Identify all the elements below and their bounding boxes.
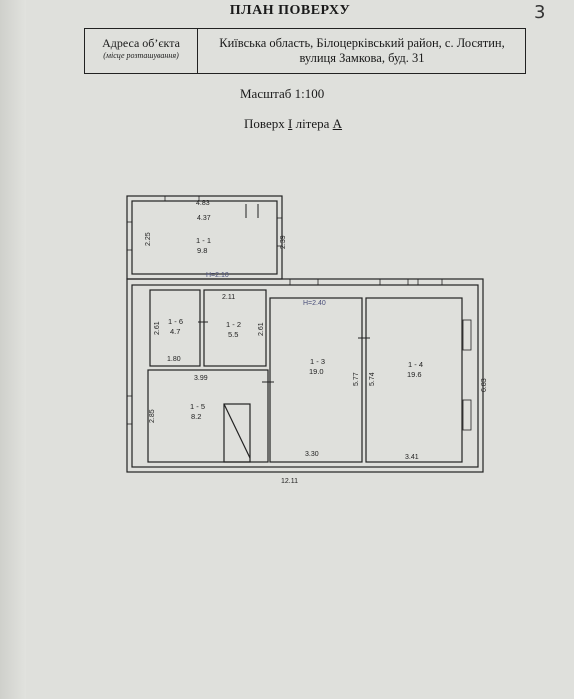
room-1-5-id: 1 - 5 xyxy=(190,402,205,411)
address-label-cell: Адреса об’єкта (місце розташування) xyxy=(85,29,198,73)
window-7 xyxy=(126,395,133,425)
window-2 xyxy=(126,221,133,251)
address-line-1: Київська область, Білоцерківський район,… xyxy=(219,36,505,50)
wall-room-1-5 xyxy=(147,369,269,463)
address-label: Адреса об’єкта xyxy=(102,36,180,50)
wall-main-inner xyxy=(131,284,479,468)
dim-2-61-b: 2.61 xyxy=(258,322,265,336)
dim-2-61-a: 2.61 xyxy=(154,321,161,335)
room-1-3-id: 1 - 3 xyxy=(310,357,325,366)
page-fold xyxy=(0,0,26,699)
window-9 xyxy=(462,399,472,431)
room-1-2-area: 5.5 xyxy=(228,330,238,339)
window-6 xyxy=(417,278,443,286)
window-5 xyxy=(379,278,409,286)
room-1-6-id: 1 - 6 xyxy=(168,317,183,326)
wall-room-1-2 xyxy=(203,289,267,367)
dim-3-99: 3.99 xyxy=(194,375,208,382)
dim-5-74: 5.74 xyxy=(369,372,376,386)
floor-number: I xyxy=(287,116,293,131)
page-number: 3 xyxy=(534,2,546,23)
height-label-1: H=2.10 xyxy=(206,272,229,279)
address-value: Київська область, Білоцерківський район,… xyxy=(203,36,521,66)
room-1-6-area: 4.7 xyxy=(170,327,180,336)
floor-prefix: Поверх xyxy=(244,116,285,131)
address-box: Адреса об’єкта (місце розташування) Київ… xyxy=(84,28,526,74)
dim-6-83: 6.83 xyxy=(481,378,488,392)
room-1-3-area: 19.0 xyxy=(309,367,324,376)
window-4 xyxy=(289,278,319,286)
dim-5-77: 5.77 xyxy=(353,372,360,386)
scale-text: Масштаб 1:100 xyxy=(240,86,325,101)
dim-4-37: 4.37 xyxy=(197,215,211,222)
room-1-5-area: 8.2 xyxy=(191,412,201,421)
room-1-1-area: 9.8 xyxy=(197,246,207,255)
address-sublabel: (місце розташування) xyxy=(103,51,179,60)
floor-middle: літера xyxy=(295,116,330,131)
dim-3-41: 3.41 xyxy=(405,454,419,461)
height-label-2: H=2.40 xyxy=(303,300,326,307)
wall-room-1-4 xyxy=(365,297,463,463)
dim-12-11: 12.11 xyxy=(281,478,298,485)
wall-main-outer xyxy=(126,278,484,473)
dim-1-80: 1.80 xyxy=(167,356,181,363)
dim-3-30: 3.30 xyxy=(305,451,319,458)
room-1-1-id: 1 - 1 xyxy=(196,236,211,245)
document-sheet xyxy=(18,0,574,699)
stair-line xyxy=(223,403,251,459)
window-3 xyxy=(276,217,283,247)
page-title: ПЛАН ПОВЕРХУ xyxy=(229,3,351,18)
address-line-2: вулиця Замкова, буд. 31 xyxy=(299,51,425,65)
wall-room-1-3 xyxy=(269,297,363,463)
floor-text: Поверх I літера А xyxy=(244,116,342,132)
room-1-4-id: 1 - 4 xyxy=(408,360,423,369)
dim-4-83: 4.83 xyxy=(196,200,210,207)
window-1 xyxy=(164,195,200,202)
wall-room-1-6 xyxy=(149,289,201,367)
room-1-4-area: 19.6 xyxy=(407,370,422,379)
stair xyxy=(223,403,251,463)
window-8 xyxy=(462,319,472,351)
room-1-2-id: 1 - 2 xyxy=(226,320,241,329)
dim-2-25: 2.25 xyxy=(145,232,152,246)
floor-letter: А xyxy=(332,116,343,131)
dim-2-85: 2.85 xyxy=(149,409,156,423)
dim-2-11: 2.11 xyxy=(222,294,235,301)
dim-2-39: 2.39 xyxy=(280,235,287,249)
